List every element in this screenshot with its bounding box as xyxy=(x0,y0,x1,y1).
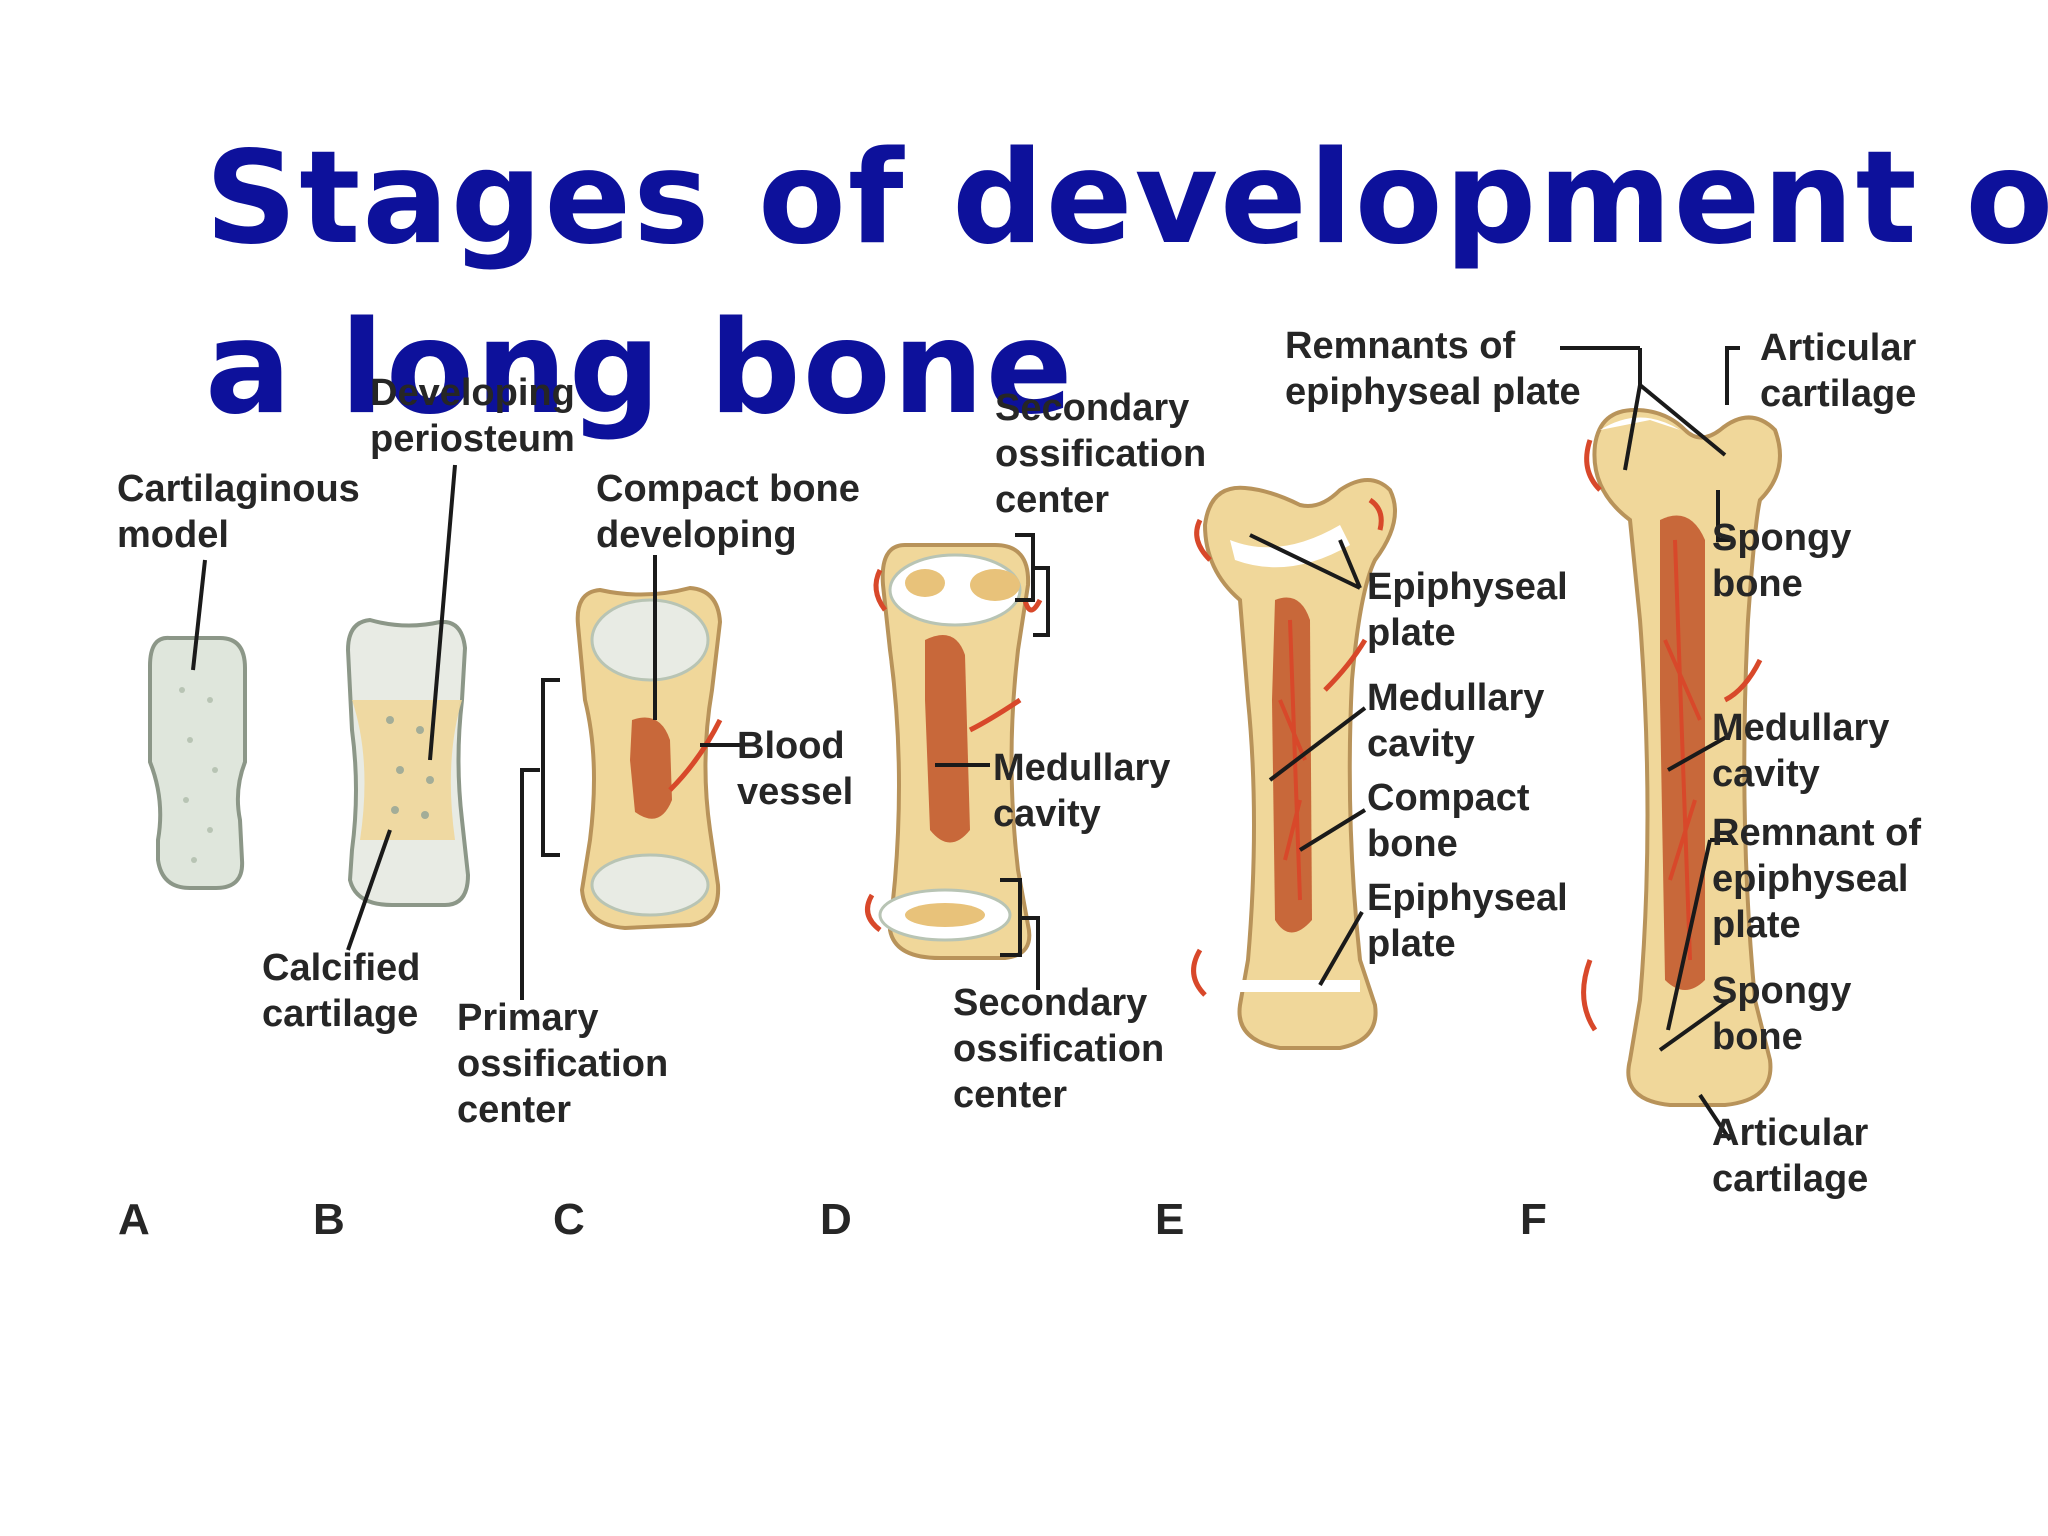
label-line: cavity xyxy=(993,793,1101,835)
label-line: plate xyxy=(1367,612,1456,654)
label-articular-cartilage-bottom: Articular cartilage xyxy=(1712,1110,1868,1202)
label-line: Remnants of xyxy=(1285,325,1516,367)
label-line: cavity xyxy=(1367,723,1475,765)
label-line: center xyxy=(953,1074,1068,1116)
label-line: Secondary xyxy=(953,982,1148,1024)
label-line: Primary xyxy=(457,997,599,1039)
stage-letter-e: E xyxy=(1155,1195,1185,1244)
label-line: Compact bone xyxy=(596,468,860,510)
bone-d xyxy=(865,543,1043,960)
label-line: Developing xyxy=(370,372,575,414)
label-line: Medullary xyxy=(1712,707,1890,749)
label-line: center xyxy=(995,479,1110,521)
label-line: Spongy xyxy=(1712,517,1852,559)
label-spongy-bone-f-top: Spongy bone xyxy=(1712,515,1851,607)
bone-a xyxy=(148,635,247,890)
label-medullary-cavity-d: Medullary cavity xyxy=(993,745,1170,837)
label-compact-bone-e: Compact bone xyxy=(1367,775,1530,867)
stage-letter-d: D xyxy=(820,1195,852,1244)
label-line: developing xyxy=(596,514,797,556)
label-line: Blood xyxy=(737,725,845,767)
label-line: ossification xyxy=(457,1043,669,1085)
label-developing-periosteum: Developing periosteum xyxy=(370,370,575,462)
label-line: cartilage xyxy=(262,993,419,1035)
label-spongy-bone-f-bottom: Spongy bone xyxy=(1712,968,1851,1060)
label-line: center xyxy=(457,1089,572,1131)
label-line: Articular xyxy=(1712,1112,1869,1154)
label-line: bone xyxy=(1367,823,1458,865)
label-medullary-cavity-f: Medullary cavity xyxy=(1712,705,1889,797)
stage-letter-f: F xyxy=(1520,1195,1547,1244)
label-epiphyseal-plate-e-top: Epiphyseal plate xyxy=(1367,564,1568,656)
bone-c xyxy=(575,585,723,931)
label-line: vessel xyxy=(737,771,854,813)
label-line: Secondary xyxy=(995,387,1190,429)
label-line: cavity xyxy=(1712,753,1820,795)
label-line: Medullary xyxy=(1367,677,1545,719)
label-line: epiphyseal plate xyxy=(1285,371,1581,413)
stage-letter-c: C xyxy=(553,1195,585,1244)
bone-e xyxy=(1191,478,1397,1050)
label-cartilaginous-model: Cartilaginous model xyxy=(117,466,360,558)
label-calcified-cartilage: Calcified cartilage xyxy=(262,945,420,1037)
label-line: bone xyxy=(1712,1016,1803,1058)
label-line: periosteum xyxy=(370,418,575,460)
title-line-1: Stages of development of xyxy=(205,124,2048,273)
label-secondary-ossification-center-bottom: Secondary ossification center xyxy=(953,980,1164,1118)
label-line: Calcified xyxy=(262,947,421,989)
label-line: Spongy xyxy=(1712,970,1852,1012)
label-epiphyseal-plate-e-bottom: Epiphyseal plate xyxy=(1367,875,1568,967)
label-blood-vessel: Blood vessel xyxy=(737,723,853,815)
leader-lines xyxy=(191,346,1740,1142)
label-articular-cartilage-top: Articular cartilage xyxy=(1760,325,1916,417)
label-line: plate xyxy=(1367,923,1456,965)
label-line: epiphyseal xyxy=(1712,858,1909,900)
stage-letter-b: B xyxy=(313,1195,345,1244)
label-line: Compact xyxy=(1367,777,1530,819)
label-primary-ossification-center: Primary ossification center xyxy=(457,995,668,1133)
label-line: plate xyxy=(1712,904,1801,946)
label-line: Articular xyxy=(1760,327,1917,369)
title-line-2: a long bone xyxy=(205,294,1075,443)
stage-letter-a: A xyxy=(118,1195,150,1244)
label-line: cartilage xyxy=(1760,373,1917,415)
label-line: Cartilaginous xyxy=(117,468,360,510)
label-remnants-epiphyseal-plate: Remnants of epiphyseal plate xyxy=(1285,323,1581,415)
label-line: ossification xyxy=(995,433,1207,475)
label-line: Epiphyseal xyxy=(1367,877,1568,919)
label-line: cartilage xyxy=(1712,1158,1869,1200)
label-line: ossification xyxy=(953,1028,1165,1070)
label-line: Remnant of xyxy=(1712,812,1921,854)
label-compact-bone-developing: Compact bone developing xyxy=(596,466,860,558)
label-line: Medullary xyxy=(993,747,1171,789)
label-line: bone xyxy=(1712,563,1803,605)
label-secondary-ossification-center-top: Secondary ossification center xyxy=(995,385,1206,523)
label-line: model xyxy=(117,514,229,556)
bone-b xyxy=(345,617,471,907)
label-medullary-cavity-e: Medullary cavity xyxy=(1367,675,1544,767)
label-remnant-epiphyseal-plate-f: Remnant of epiphyseal plate xyxy=(1712,810,1921,948)
label-line: Epiphyseal xyxy=(1367,566,1568,608)
